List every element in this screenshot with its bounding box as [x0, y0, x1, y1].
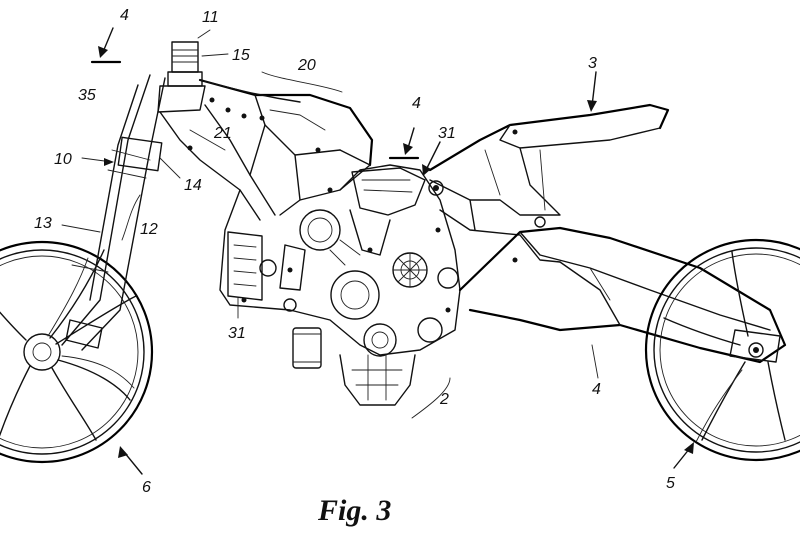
label-31-bottom: 31 [228, 325, 246, 342]
label-5: 5 [666, 475, 675, 492]
rear-wheel [644, 238, 800, 462]
figure-caption: Fig. 3 [317, 494, 391, 527]
label-12: 12 [140, 221, 158, 238]
rear-subframe [428, 103, 670, 263]
label-20: 20 [297, 57, 316, 74]
label-14: 14 [184, 177, 202, 194]
label-4-top: 4 [120, 7, 129, 24]
leader-lines [61, 27, 694, 475]
label-11: 11 [202, 9, 219, 26]
steering-head [157, 41, 206, 113]
label-35: 35 [78, 87, 96, 104]
front-wheel [0, 240, 154, 464]
main-frame [159, 78, 374, 221]
reference-labels: 4 11 15 20 35 21 10 14 13 12 4 31 3 31 2… [34, 7, 675, 496]
swingarm [458, 226, 787, 364]
label-13: 13 [34, 215, 52, 232]
label-21: 21 [213, 125, 232, 142]
label-10: 10 [54, 151, 72, 168]
label-31-top: 31 [438, 125, 456, 142]
label-15: 15 [232, 47, 250, 64]
oil-filter [292, 327, 322, 369]
label-4-swingarm: 4 [592, 381, 601, 398]
label-6: 6 [142, 479, 151, 496]
front-fork [61, 74, 166, 351]
label-3: 3 [588, 55, 597, 72]
label-2: 2 [439, 391, 449, 408]
engine [219, 164, 461, 357]
engine-sump [339, 354, 416, 406]
label-4-mid: 4 [412, 95, 421, 112]
